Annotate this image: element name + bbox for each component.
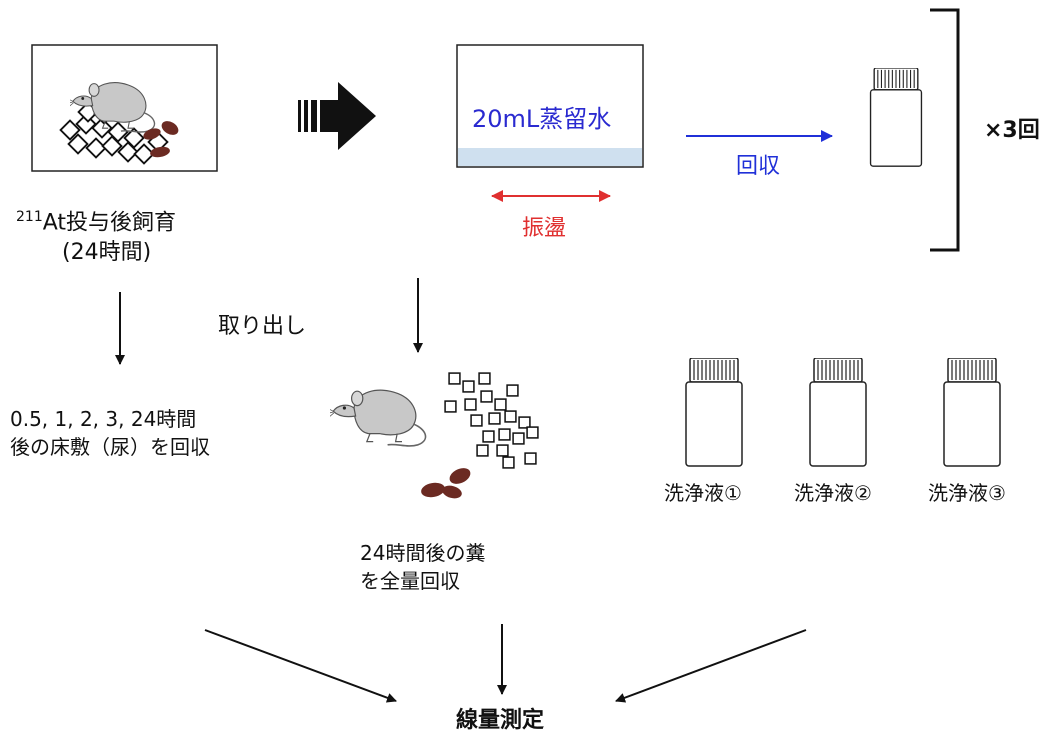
big-right-arrow <box>298 82 376 150</box>
removed-feces <box>421 468 471 499</box>
wash-bottle-2 <box>809 358 867 467</box>
collected-bottle <box>869 68 923 167</box>
arrow-to-measure-left <box>204 629 397 703</box>
wash-bottle-3 <box>943 358 1001 467</box>
final-measure-label: 線量測定 <box>456 708 545 733</box>
feces-caption-line2: を全量回収 <box>360 569 460 593</box>
removed-mouse <box>330 389 427 447</box>
bedding-chips-removed <box>444 372 539 469</box>
urine-caption-line2: 後の床敷（尿）を回収 <box>10 435 210 459</box>
dosing-caption: 211At投与後飼育 <box>16 202 176 238</box>
wash-bottle-label-2: 洗浄液② <box>794 481 872 505</box>
feces-in-cage <box>143 121 179 158</box>
removal-label: 取り出し <box>218 314 307 339</box>
urine-caption-line1: 0.5, 1, 2, 3, 24時間 <box>10 407 197 431</box>
shake-label: 振盪 <box>522 216 567 241</box>
wash-bottle-1 <box>685 358 743 467</box>
collect-label: 回収 <box>736 154 781 179</box>
arrow-to-measure-right <box>615 629 807 703</box>
repeat-bracket <box>930 8 960 252</box>
wash-bottle-label-1: 洗浄液① <box>664 481 742 505</box>
isotope-mass-number: 211 <box>16 209 43 225</box>
water-fill <box>458 148 642 166</box>
dosing-caption-line2: (24時間) <box>62 240 152 265</box>
water-label: 20mL蒸留水 <box>472 105 612 133</box>
wash-bottle-label-3: 洗浄液③ <box>928 481 1006 505</box>
wash-container <box>456 44 644 168</box>
feces-caption-line1: 24時間後の糞 <box>360 541 486 565</box>
repeat-label: ×3回 <box>984 118 1040 143</box>
dosing-caption-line1: At投与後飼育 <box>42 210 177 236</box>
